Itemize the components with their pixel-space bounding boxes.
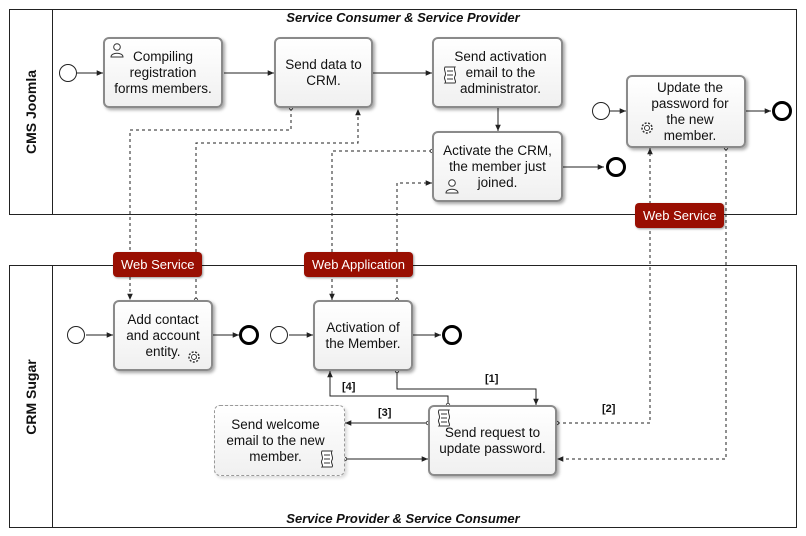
start-event: [270, 326, 288, 344]
task-update-password[interactable]: Update the password for the new member.: [626, 75, 746, 148]
user-icon: [109, 42, 125, 62]
task-label: Compiling registration forms members.: [114, 48, 212, 96]
pool-label: CRM Sugar: [23, 358, 39, 435]
gear-icon: [638, 119, 656, 141]
task-label: Update the password for the new member.: [651, 79, 729, 143]
task-label: Send request to update password.: [439, 424, 546, 456]
task-label: Activation of the Member.: [325, 319, 401, 351]
flow-label: [1]: [485, 373, 499, 385]
end-event: [772, 101, 792, 121]
task-activate-crm[interactable]: Activate the CRM, the member just joined…: [432, 131, 563, 202]
web-service-badge: Web Service: [113, 252, 203, 277]
script-icon: [442, 66, 458, 88]
task-label: Add contact and account entity.: [126, 311, 200, 359]
web-application-badge: Web Application: [304, 252, 413, 277]
task-add-contact[interactable]: Add contact and account entity.: [113, 300, 213, 371]
task-compiling-registration[interactable]: Compiling registration forms members.: [103, 37, 223, 108]
task-send-welcome-email[interactable]: Send welcome email to the new member.: [214, 405, 345, 476]
task-send-request[interactable]: Send request to update password.: [428, 405, 557, 476]
task-activation-of-member[interactable]: Activation of the Member.: [313, 300, 413, 371]
task-label: Activate the CRM, the member just joined…: [443, 142, 552, 190]
end-event: [606, 157, 626, 177]
user-icon: [444, 178, 460, 198]
script-icon: [319, 450, 335, 472]
task-send-data-to-crm[interactable]: Send data to CRM.: [274, 37, 373, 108]
task-send-activation-email[interactable]: Send activation email to the administrat…: [432, 37, 563, 108]
end-event: [442, 325, 462, 345]
flow-label: [4]: [342, 381, 356, 393]
end-event: [239, 325, 259, 345]
task-label: Send activation email to the administrat…: [454, 48, 547, 96]
pool-label-column: CMS Joomla: [10, 10, 53, 214]
task-label: Send welcome email to the new member.: [226, 416, 325, 464]
task-label: Send data to CRM.: [285, 56, 362, 88]
flow-label: [2]: [602, 403, 616, 415]
script-icon: [436, 409, 452, 431]
flow-label: [3]: [378, 407, 392, 419]
start-event: [59, 64, 77, 82]
web-service-badge: Web Service: [635, 203, 725, 228]
start-event: [67, 326, 85, 344]
start-event: [592, 102, 610, 120]
gear-icon: [185, 348, 203, 370]
pool-title: Service Consumer & Service Provider: [286, 10, 520, 25]
pool-label-column: CRM Sugar: [10, 266, 53, 527]
pool-label: CMS Joomla: [23, 69, 39, 155]
pool-title: Service Provider & Service Consumer: [286, 511, 520, 526]
